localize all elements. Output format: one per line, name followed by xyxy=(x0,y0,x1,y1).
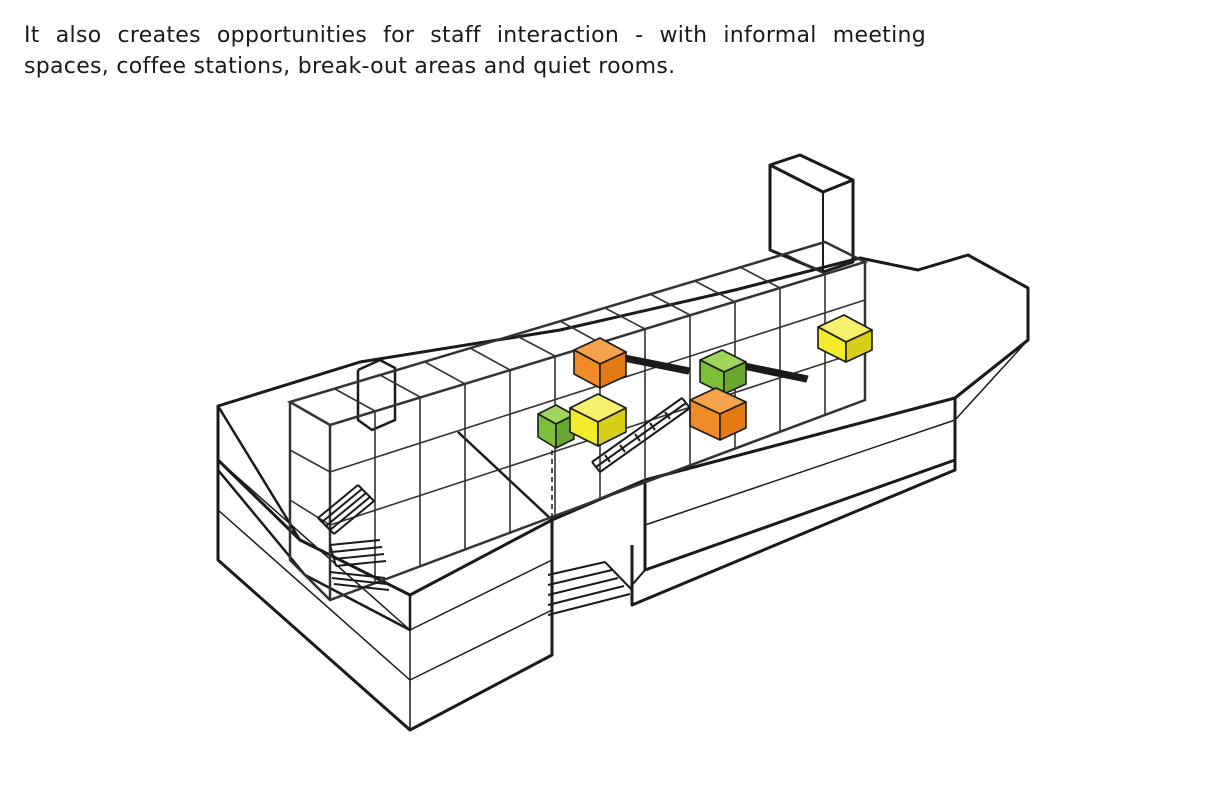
left-stair-middle xyxy=(329,539,387,567)
atrium-glazing-frame xyxy=(286,240,869,602)
right-lower-plinth xyxy=(630,398,957,607)
right-wing-side xyxy=(954,288,1030,400)
atrium-top xyxy=(286,240,869,427)
staircases xyxy=(317,397,691,616)
orange-box-1 xyxy=(573,337,627,389)
tower-top xyxy=(768,153,855,194)
left-wing-top xyxy=(216,404,412,632)
chimney xyxy=(356,358,397,432)
left-stair-lower xyxy=(329,571,390,591)
yellow-box-1 xyxy=(817,314,873,363)
courtyard-edge xyxy=(457,431,554,650)
yellow-box-2 xyxy=(569,393,627,447)
green-box-1 xyxy=(699,349,747,395)
orange-box-2 xyxy=(689,387,747,441)
caption-line-1: It also creates opportunities for staff … xyxy=(24,23,926,48)
caption-text: It also creates opportunities for staff … xyxy=(24,20,926,82)
central-stair xyxy=(591,397,691,473)
green-box-2 xyxy=(537,404,575,449)
building-massing xyxy=(216,153,1030,732)
left-stair-upper xyxy=(317,484,375,535)
activity-boxes xyxy=(537,314,873,449)
caption-line-2: spaces, coffee stations, break-out areas… xyxy=(24,54,676,79)
courtyard-steps xyxy=(547,561,631,616)
